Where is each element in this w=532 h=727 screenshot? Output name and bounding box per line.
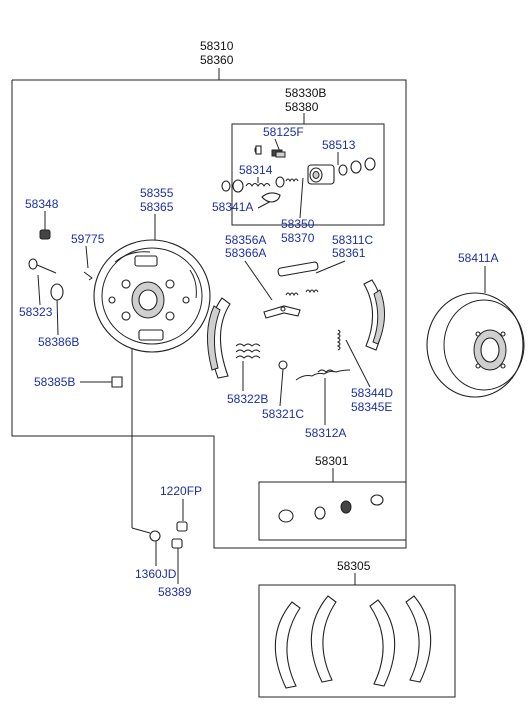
brake-shoes-main: [206, 279, 385, 379]
brake-drum: [426, 292, 525, 398]
kit-58305-shoes: [274, 595, 432, 689]
label-58323: 58323: [19, 305, 53, 319]
label-58305: 58305: [337, 559, 371, 573]
kit-58301-parts: [278, 494, 384, 523]
label-58370: 58370: [281, 231, 315, 245]
backing-plate: [93, 239, 211, 353]
label-58386B: 58386B: [38, 335, 79, 349]
label-58321C: 58321C: [262, 407, 304, 421]
label-58311C: 58311C: [332, 233, 373, 247]
label-58356A: 58356A: [225, 233, 266, 247]
label-59775: 59775: [71, 232, 105, 246]
label-58322B: 58322B: [227, 392, 268, 406]
kit-58301-frame: [258, 481, 407, 541]
label-58330B: 58330B: [285, 86, 326, 100]
label-58380: 58380: [285, 100, 319, 114]
leader-lines: [37, 138, 486, 584]
adjuster-parts: [263, 261, 319, 319]
label-1360JD: 1360JD: [135, 567, 177, 581]
label-58312A: 58312A: [305, 426, 346, 440]
kit-58305-frame: [258, 584, 456, 698]
label-1220FP: 1220FP: [160, 484, 202, 498]
label-58341A: 58341A: [212, 200, 253, 214]
label-58125F: 58125F: [263, 125, 304, 139]
bolts-bottom: [149, 521, 188, 549]
label-58310: 58310: [200, 39, 234, 53]
label-58355: 58355: [140, 186, 174, 200]
label-58345E: 58345E: [351, 400, 392, 414]
label-58389: 58389: [158, 585, 192, 599]
label-58344D: 58344D: [351, 386, 393, 400]
label-58513: 58513: [322, 138, 356, 152]
assembly-frame: [11, 79, 407, 549]
label-58365: 58365: [140, 200, 174, 214]
label-58314: 58314: [239, 163, 273, 177]
wheel-cylinder-frame: [231, 123, 385, 226]
left-small-parts: [28, 229, 123, 388]
label-58366A: 58366A: [225, 246, 266, 260]
label-58348: 58348: [25, 197, 59, 211]
label-58361: 58361: [332, 246, 366, 260]
label-58411A: 58411A: [458, 251, 498, 265]
springs: [235, 329, 351, 381]
wheel-cylinder-parts: [221, 145, 376, 203]
label-58360: 58360: [200, 53, 234, 67]
label-58301: 58301: [315, 454, 349, 468]
label-58350: 58350: [281, 217, 315, 231]
label-58385B: 58385B: [34, 375, 75, 389]
